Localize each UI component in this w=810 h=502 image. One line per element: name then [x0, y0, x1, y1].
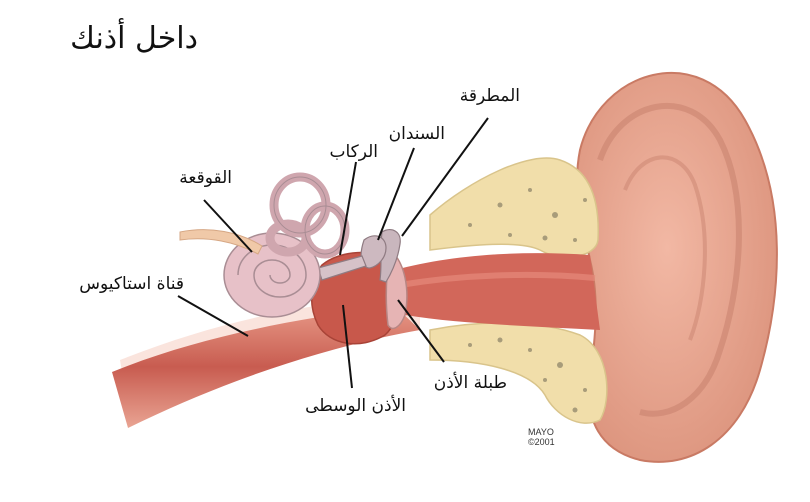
page-title: داخل أذنك	[70, 21, 198, 56]
auditory-nerve	[179, 229, 263, 255]
label-stirrup: الركاب	[329, 142, 378, 162]
bone-texture	[468, 188, 587, 413]
ear-canal	[395, 253, 600, 330]
label-anvil: السندان	[388, 124, 445, 144]
credit-line-2: ©2001	[528, 436, 555, 447]
label-middle-ear: الأذن الوسطى	[305, 396, 406, 416]
ear-fold-inner	[623, 155, 707, 341]
outer-ear	[576, 71, 778, 463]
credit-line-1: MAYO	[528, 427, 554, 437]
label-hammer: المطرقة	[459, 86, 520, 106]
leader-lines	[177, 117, 489, 389]
label-eardrum: طبلة الأذن	[433, 373, 507, 393]
label-eustachian-tube: قناة استاكيوس	[79, 274, 184, 294]
upper-bone	[429, 157, 599, 258]
ear-fold	[597, 103, 742, 417]
label-cochlea: القوقعة	[179, 168, 232, 188]
ear-canal-highlight	[399, 271, 596, 288]
credit-mayo: MAYO ©2001	[528, 427, 555, 448]
